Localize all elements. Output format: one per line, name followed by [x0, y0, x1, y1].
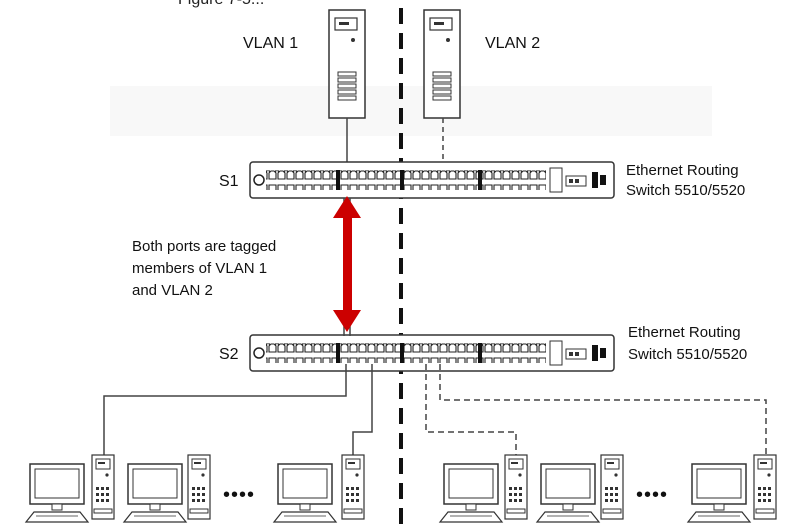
- pc-monitor-icon: [536, 463, 600, 523]
- pc-monitor-icon: [25, 463, 89, 523]
- vlan1-hosts-ellipsis: ••••: [223, 484, 256, 506]
- switch-s2-label: S2: [219, 346, 239, 363]
- tagged-trunk-arrow: [333, 196, 361, 332]
- pc-monitor-icon: [439, 463, 503, 523]
- vlan2-label: VLAN 2: [485, 35, 541, 52]
- vlan1-server-icon: [328, 9, 366, 119]
- switch-s1-icon: [249, 161, 615, 199]
- trunk-note-line2: members of VLAN 1: [132, 260, 268, 277]
- pc-monitor-icon: [273, 463, 337, 523]
- vlan2-server-icon: [423, 9, 461, 119]
- switch-s2-model-line1: Ethernet Routing: [628, 324, 741, 341]
- cropped-caption-text: Figure 7-5...: [178, 0, 264, 9]
- vlan2-hosts-ellipsis: ••••: [636, 484, 669, 506]
- pc-tower-icon: [600, 454, 624, 520]
- background-panel: [110, 86, 712, 136]
- trunk-note-line3: and VLAN 2: [132, 282, 213, 299]
- pc-tower-icon: [91, 454, 115, 520]
- switch-s1-model-line1: Ethernet Routing: [626, 162, 739, 179]
- pc-tower-icon: [187, 454, 211, 520]
- switch-s1-label: S1: [219, 173, 239, 190]
- vlan1-host-link: [352, 364, 373, 455]
- pc-monitor-icon: [123, 463, 187, 523]
- vlan1-host-link: [103, 364, 347, 455]
- pc-monitor-icon: [687, 463, 751, 523]
- switch-s2-icon: [249, 334, 615, 372]
- switch-s2-model-line2: Switch 5510/5520: [628, 346, 748, 363]
- pc-tower-icon: [504, 454, 528, 520]
- vlan1-label: VLAN 1: [243, 35, 299, 52]
- pc-tower-icon: [753, 454, 777, 520]
- vlan2-host-link: [439, 364, 767, 455]
- trunk-note-line1: Both ports are tagged: [132, 238, 277, 255]
- switch-s1-model-line2: Switch 5510/5520: [626, 182, 746, 199]
- vlan2-host-link: [425, 364, 517, 455]
- pc-tower-icon: [341, 454, 365, 520]
